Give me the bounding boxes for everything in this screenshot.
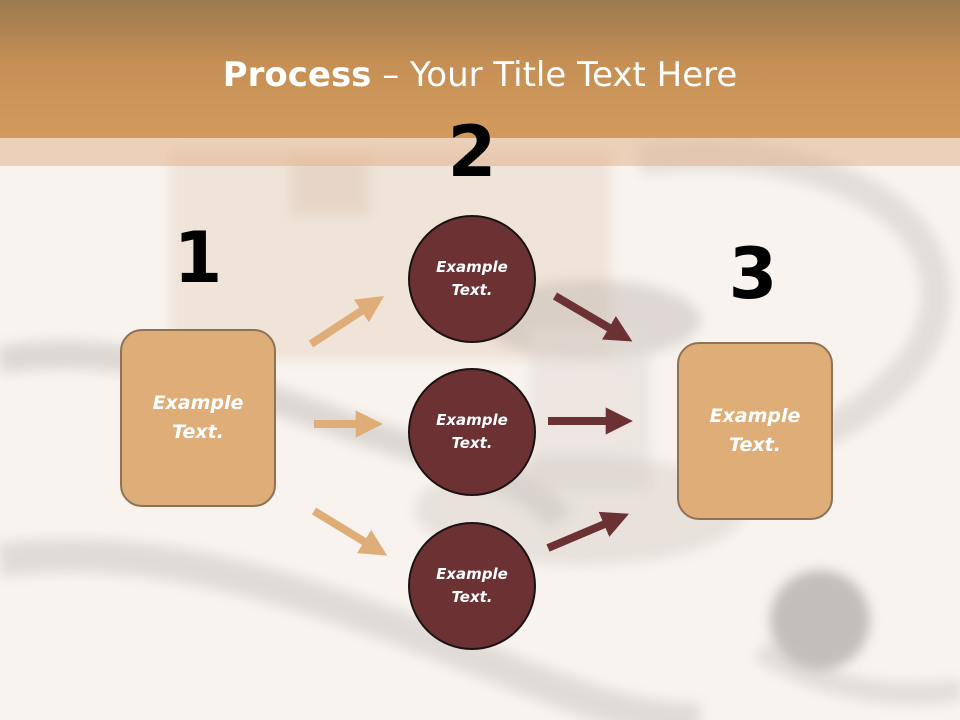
title-bold: Process [222, 55, 372, 95]
step-3-box: Example Text. [677, 342, 833, 520]
step-3-label: Example Text. [709, 405, 801, 456]
arrow-bottom-to-3 [546, 511, 630, 552]
arrow-1-to-top [308, 296, 385, 348]
title-bar-strip [0, 138, 960, 166]
step-number-1: 1 [173, 217, 223, 299]
step-number-2: 2 [447, 111, 497, 193]
process-circle-top: Example Text. [408, 215, 536, 343]
slide-title: Process – Your Title Text Here [0, 54, 960, 96]
circle-top-label: Example Text. [436, 258, 508, 299]
process-circle-bottom: Example Text. [408, 522, 536, 650]
step-number-3: 3 [728, 233, 778, 315]
circle-bottom-label: Example Text. [436, 565, 508, 606]
step-1-box: Example Text. [120, 329, 276, 507]
title-bar [0, 0, 960, 138]
step-1-label: Example Text. [152, 392, 244, 443]
circle-middle-label: Example Text. [436, 411, 508, 452]
title-rest: – Your Title Text Here [371, 55, 738, 95]
arrow-top-to-3 [552, 292, 633, 342]
process-circle-middle: Example Text. [408, 368, 536, 496]
arrow-1-to-bottom [311, 507, 388, 556]
